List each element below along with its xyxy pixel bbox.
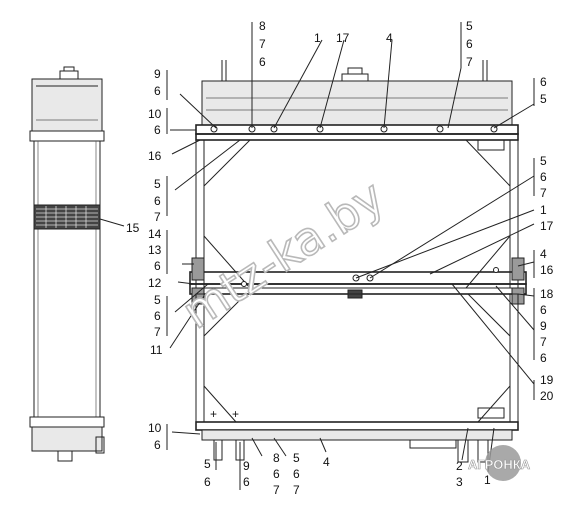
callout-labels: 8 7 6 1 17 4 5 6 7 9 6 10 6 16 5 6 7 14 … (126, 19, 554, 497)
callout: 9 (540, 319, 547, 333)
leader-15 (99, 218, 125, 227)
callout: 15 (126, 221, 140, 235)
callout: 11 (150, 343, 163, 357)
callout: 6 (259, 55, 266, 69)
side-bottom-tank (31, 426, 103, 452)
callout: 6 (154, 309, 161, 323)
callout: 5 (540, 92, 547, 106)
callout: 16 (540, 263, 554, 277)
callout: 6 (154, 194, 161, 208)
callout: 5 (293, 451, 300, 465)
callout: 18 (540, 287, 554, 301)
front-top-flange (195, 124, 519, 135)
callout: 7 (466, 55, 473, 69)
callout: 6 (204, 475, 211, 489)
side-bottom-flange (29, 416, 105, 428)
callout: 2 (456, 459, 463, 473)
callout: 5 (466, 19, 473, 33)
svg-text:+: + (232, 407, 239, 421)
right-bracket-upper (511, 257, 525, 281)
front-filler-cap (341, 73, 369, 82)
callout: 6 (243, 475, 250, 489)
logo-text: АГРОНКА (468, 457, 531, 472)
left-bracket-upper (191, 257, 205, 281)
side-drain (57, 450, 73, 462)
callout: 4 (386, 31, 393, 45)
front-bottom-tank (201, 429, 513, 441)
callout: 5 (540, 154, 547, 168)
side-view (29, 66, 125, 462)
callout: 6 (540, 75, 547, 89)
callout: 9 (154, 67, 161, 81)
side-top-tank (31, 78, 103, 132)
callout: 6 (154, 438, 161, 452)
side-top-flange (29, 130, 105, 142)
callout: 1 (540, 203, 547, 217)
callout: 8 (273, 451, 280, 465)
side-filler-neck (63, 66, 75, 72)
side-core (33, 140, 101, 418)
callout: 7 (154, 210, 161, 224)
callout: 6 (154, 259, 161, 273)
svg-text:+: + (210, 407, 217, 421)
callout: 13 (148, 243, 162, 257)
callout: 7 (540, 186, 547, 200)
callout: 9 (243, 459, 250, 473)
callout: 17 (540, 219, 554, 233)
callout: 4 (323, 455, 330, 469)
callout: 10 (148, 421, 162, 435)
callout: 6 (154, 123, 161, 137)
callout: 7 (154, 325, 161, 339)
top-bolts (210, 125, 498, 133)
callout: 6 (540, 303, 547, 317)
agronka-logo: АГРОНКА (468, 445, 531, 481)
callout: 5 (204, 457, 211, 471)
side-filler-cap (59, 70, 79, 80)
callout: 7 (540, 335, 547, 349)
callout: 1 (484, 473, 491, 487)
callout: 17 (336, 31, 350, 45)
callout: 12 (148, 276, 162, 290)
callout: 6 (540, 170, 547, 184)
front-filler-neck (347, 67, 363, 75)
front-top-tank (201, 80, 513, 126)
callout: 6 (466, 37, 473, 51)
callout: 5 (154, 177, 161, 191)
callout: 16 (148, 149, 162, 163)
callout: 8 (259, 19, 266, 33)
leader-lines (166, 22, 535, 490)
callout: 3 (456, 475, 463, 489)
callout: 5 (154, 293, 161, 307)
callout: 7 (293, 483, 300, 497)
callout: 20 (540, 389, 554, 403)
callout: 1 (314, 31, 321, 45)
callout: 4 (540, 247, 547, 261)
lower-frame (195, 293, 519, 423)
callout: 6 (273, 467, 280, 481)
callout: 6 (154, 84, 161, 98)
callout: 19 (540, 373, 554, 387)
callout: 10 (148, 107, 162, 121)
callout: 6 (540, 351, 547, 365)
side-pipe (95, 436, 105, 454)
callout: 7 (259, 37, 266, 51)
site-watermark: mtz-ka.by (173, 169, 394, 339)
callout: 14 (148, 227, 162, 241)
front-bottom-flange (195, 421, 519, 431)
callout: 7 (273, 483, 280, 497)
callout: 6 (293, 467, 300, 481)
